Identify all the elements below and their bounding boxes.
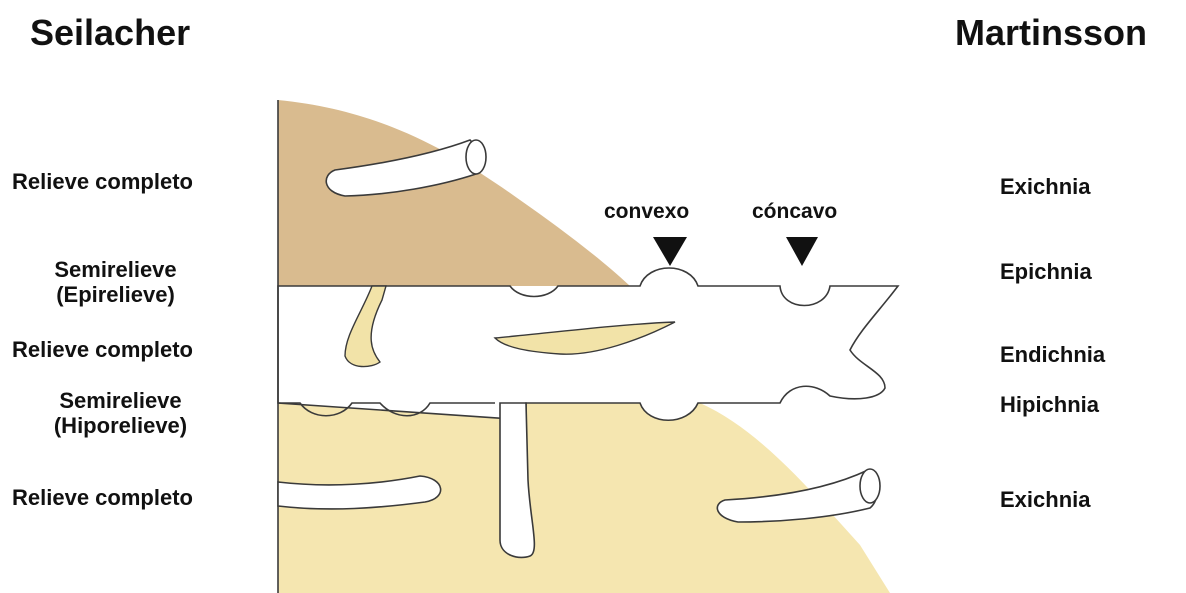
martinsson-label-row4: Hipichnia: [1000, 392, 1099, 417]
convex-marker-icon: [653, 237, 687, 266]
upper-burrow-opening: [466, 140, 486, 174]
upper-sediment-layer: [278, 100, 630, 286]
martinsson-label-row5: Exichnia: [1000, 487, 1090, 512]
seilacher-heading: Seilacher: [30, 12, 190, 54]
seilacher-label-row4-line1: Semirelieve: [28, 388, 213, 413]
martinsson-label-row3: Endichnia: [1000, 342, 1105, 367]
concave-marker-icon: [786, 237, 818, 266]
martinsson-label-row2: Epichnia: [1000, 259, 1092, 284]
seilacher-label-row2-line2: (Epirelieve): [28, 282, 203, 307]
seilacher-label-row2-line1: Semirelieve: [28, 257, 203, 282]
martinsson-label-row1: Exichnia: [1000, 174, 1090, 199]
convex-label: convexo: [604, 200, 689, 224]
seilacher-label-row2: Semirelieve (Epirelieve): [28, 257, 203, 308]
lower-burrow-opening: [860, 469, 880, 503]
seilacher-label-row4-line2: (Hiporelieve): [28, 413, 213, 438]
seilacher-label-row1: Relieve completo: [12, 169, 193, 194]
seilacher-label-row3: Relieve completo: [12, 337, 193, 362]
seilacher-label-row5: Relieve completo: [12, 485, 193, 510]
seilacher-label-row4: Semirelieve (Hiporelieve): [28, 388, 213, 439]
martinsson-heading: Martinsson: [955, 12, 1147, 54]
concave-label: cóncavo: [752, 200, 837, 224]
